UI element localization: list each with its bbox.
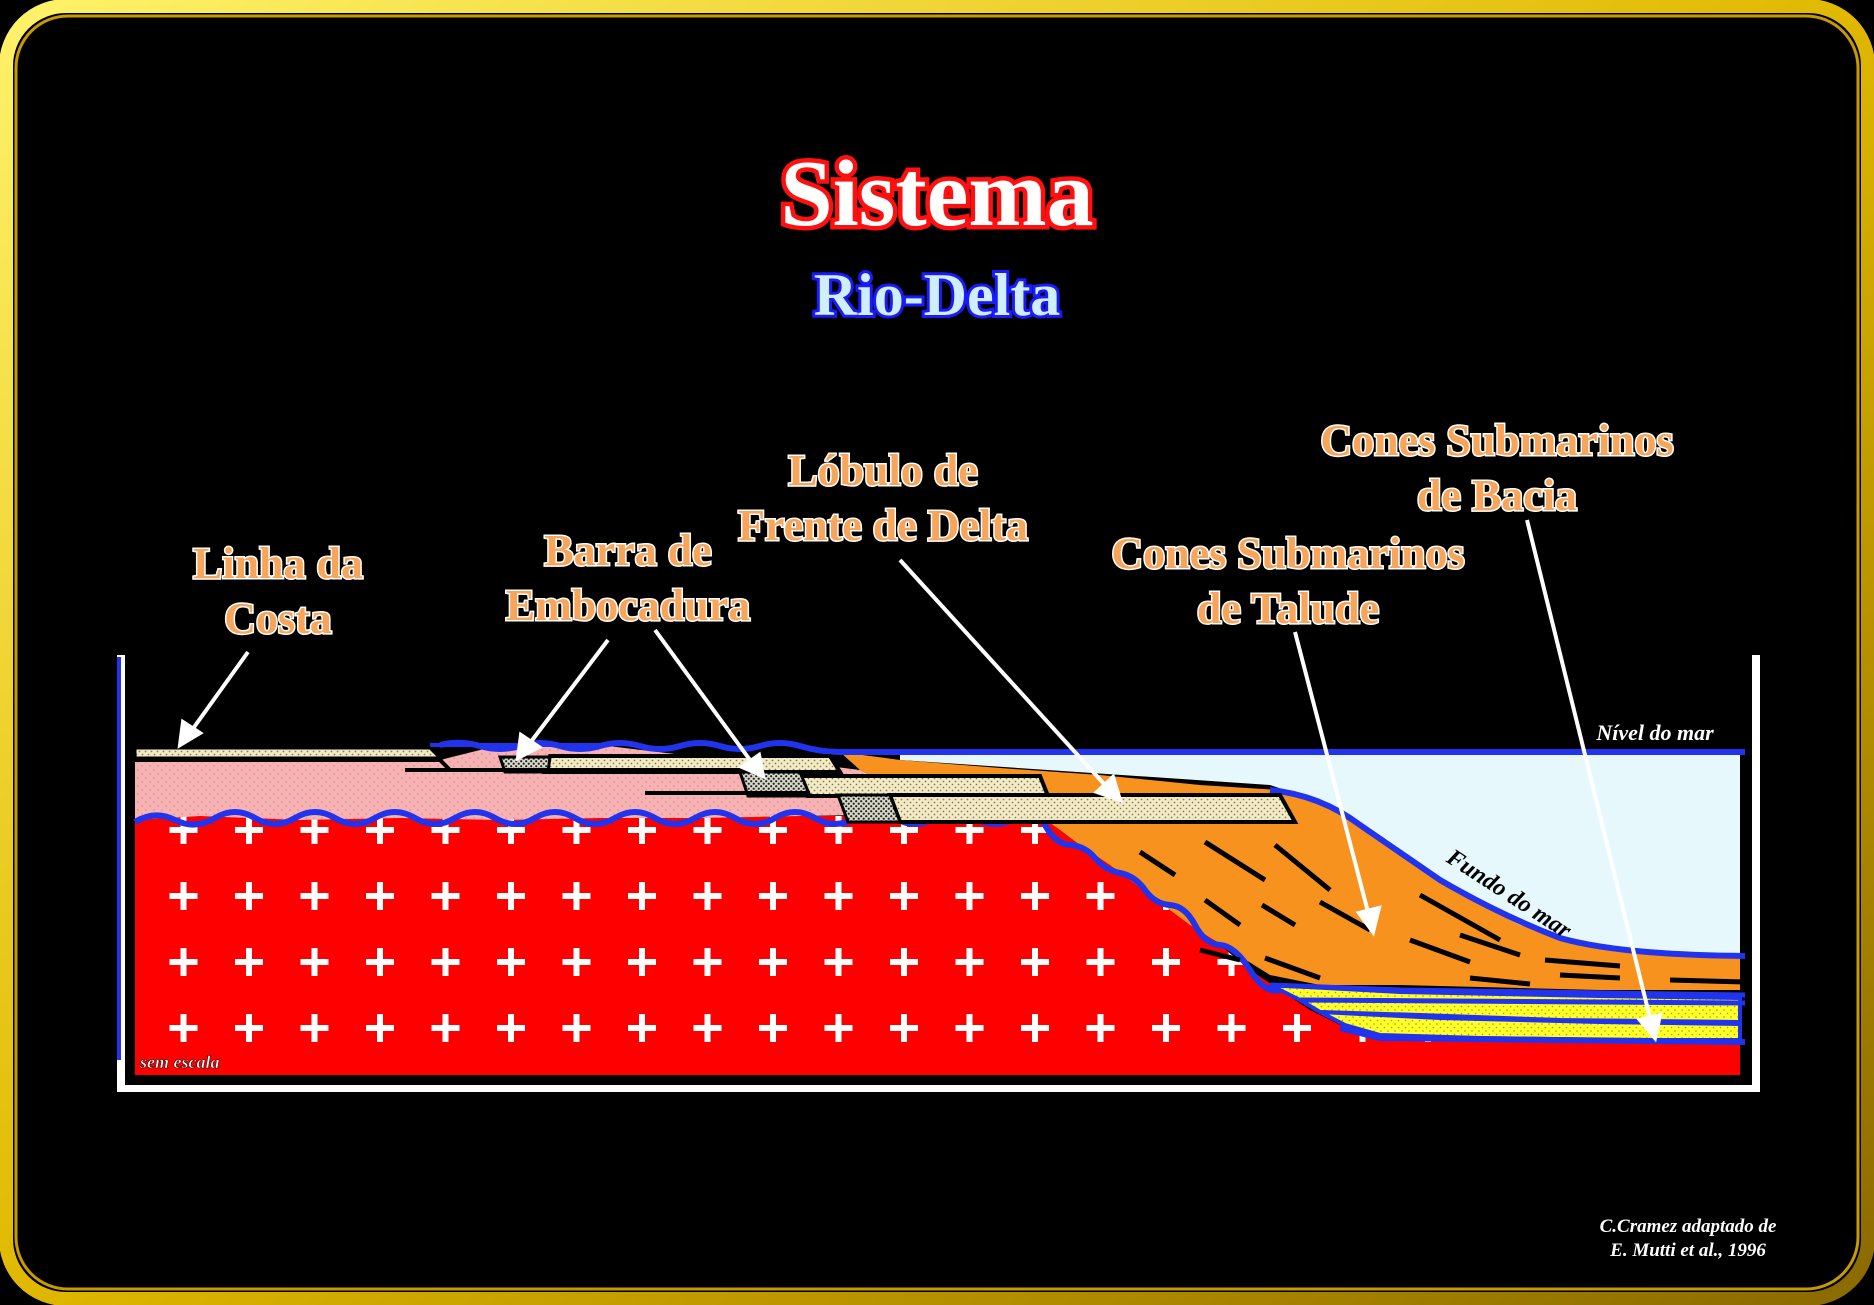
cross-section: Nível do mar Fundo do mar sem escala [117,655,1760,1092]
label-linha-costa-line2: Costa [224,594,332,643]
label-linha-costa: Linha da Costa [192,538,365,645]
sea-floor-line [1269,787,1746,959]
arrow-linha-costa [190,650,250,732]
arrow-barra-2 [653,628,752,762]
delta-lobe-dark [835,793,903,824]
diagram-subtitle: Rio-Delta [814,262,1061,328]
label-lobulo-line1: Lóbulo de [788,446,978,495]
sea-level-line [439,739,1745,755]
arrow-barra-1 [528,638,610,745]
label-barra-line1: Barra de [544,526,711,575]
arrow-lobulo [898,558,1107,787]
arrow-cones-talude [1293,631,1370,913]
label-cones-talude: Cones Submarinos de Talude [1110,528,1466,635]
gold-frame-inner [14,14,1860,1291]
label-cones-bacia-line1: Cones Submarinos [1320,416,1673,465]
label-barra: Barra de Embocadura [504,525,751,632]
label-cones-bacia: Cones Submarinos de Bacia [1319,415,1675,522]
sea-level-label: Nível do mar [1595,720,1714,745]
credit: C.Cramez adaptado de E. Mutti et al., 19… [1600,1216,1777,1261]
arrow-cones-bacia [1525,519,1652,1019]
label-linha-costa-line1: Linha da [193,539,363,588]
mouth-bar-dark-2 [737,770,813,798]
leader-arrows [177,519,1663,1043]
label-cones-bacia-line2: de Bacia [1417,471,1577,520]
slope-clinoforms [1138,839,1746,987]
label-barra-line2: Embocadura [506,581,750,630]
label-lobulo: Lóbulo de Frente de Delta [737,445,1030,552]
no-scale-label: sem escala [139,1052,219,1072]
diagram-title: Sistema [780,142,1093,246]
label-lobulo-line2: Frente de Delta [738,501,1028,550]
credit-line1: C.Cramez adaptado de [1600,1216,1777,1237]
delta-lobe [887,793,1299,824]
sea-water [900,750,1740,956]
credit-line2: E. Mutti et al., 1996 [1609,1240,1766,1261]
coast-sand [133,746,444,760]
label-cones-talude-line1: Cones Submarinos [1111,529,1464,578]
label-cones-talude-line2: de Talude [1197,584,1379,633]
basement-top-line [133,809,1281,994]
